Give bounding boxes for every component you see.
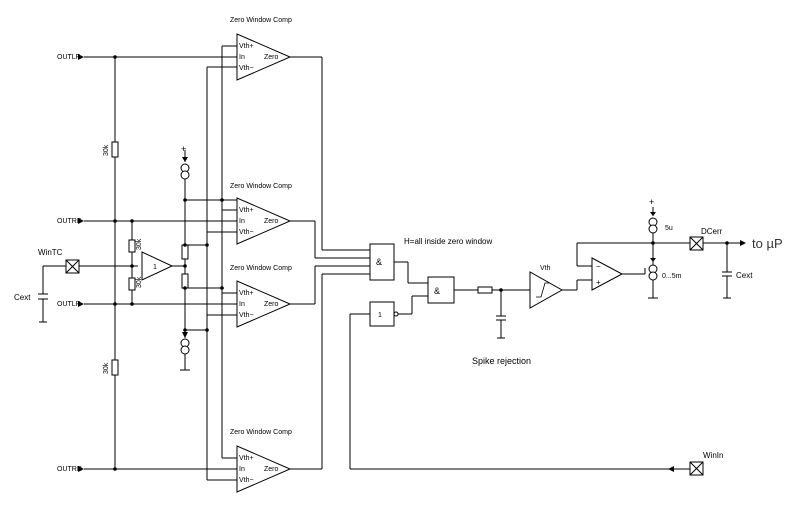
svg-text:Vth+: Vth+	[239, 207, 254, 214]
input-outrf: OUTRF	[57, 218, 237, 225]
svg-text:In: In	[239, 218, 245, 225]
svg-text:Zero: Zero	[264, 218, 279, 225]
input-outlr: OUTLR	[57, 301, 237, 308]
svg-text:OUTRR: OUTRR	[57, 466, 82, 473]
svg-text:5u: 5u	[665, 225, 673, 232]
svg-text:+: +	[649, 197, 654, 207]
and-gate-1: &	[369, 243, 428, 284]
svg-text:+: +	[596, 278, 601, 287]
svg-text:&: &	[434, 286, 440, 296]
svg-text:Zero Window Comp: Zero Window Comp	[230, 17, 292, 24]
resistor-upper-label: 30k	[103, 144, 110, 156]
svg-text:In: In	[239, 54, 245, 61]
output-sources: + 5u 0...5m	[644, 197, 682, 299]
buffer-network: 30k 30k 1	[128, 219, 187, 306]
buffer-label: 1	[153, 264, 157, 271]
svg-text:Vth−: Vth−	[239, 229, 254, 236]
input-outrr: OUTRR	[57, 466, 237, 473]
svg-text:Vth: Vth	[540, 265, 551, 272]
svg-text:Vth−: Vth−	[239, 65, 254, 72]
svg-text:Vth−: Vth−	[239, 312, 254, 319]
svg-text:1: 1	[378, 312, 382, 319]
svg-text:WinTC: WinTC	[38, 248, 63, 257]
svg-text:Vth−: Vth−	[239, 477, 254, 484]
svg-text:In: In	[239, 466, 245, 473]
resistor-mid1-label: 30k	[136, 238, 143, 250]
wintc-cap-label: Cext	[14, 293, 31, 302]
svg-text:−: −	[596, 262, 601, 271]
schmitt-trigger: Vth	[529, 265, 592, 309]
svg-text:Zero Window Comp: Zero Window Comp	[230, 265, 292, 272]
threshold-network: +	[180, 144, 190, 371]
gate-note: H=all inside zero window	[404, 237, 492, 246]
svg-text:OUTRF: OUTRF	[57, 218, 81, 225]
winin-pin[interactable]: WinIn	[668, 451, 723, 476]
svg-text:OUTLR: OUTLR	[57, 301, 81, 308]
bus-lines	[185, 45, 237, 481]
inverter-gate: 1	[349, 295, 668, 470]
svg-text:Zero: Zero	[264, 301, 279, 308]
svg-text:OUTLF: OUTLF	[57, 54, 80, 61]
svg-text:Vth+: Vth+	[239, 43, 254, 50]
svg-text:In: In	[239, 301, 245, 308]
svg-text:Vth+: Vth+	[239, 455, 254, 462]
spike-rejection: Spike rejection	[472, 286, 531, 366]
and-inputs	[314, 57, 370, 469]
resistor-mid2-label: 30k	[136, 276, 143, 288]
svg-text:Zero: Zero	[264, 54, 279, 61]
comparator-1: Zero Window Comp Vth+ In Vth− Zero	[230, 17, 322, 81]
divider-chain: 30k 30k	[103, 55, 119, 471]
svg-text:DCerr: DCerr	[701, 227, 723, 236]
wintc-pin[interactable]: WinTC Cext	[14, 248, 138, 323]
and-gate-2: &	[427, 276, 478, 304]
svg-text:Zero Window Comp: Zero Window Comp	[230, 183, 292, 190]
svg-text:Vth+: Vth+	[239, 290, 254, 297]
svg-text:&: &	[376, 257, 382, 267]
input-outlf: OUTLF	[57, 54, 237, 61]
svg-text:0...5m: 0...5m	[662, 273, 682, 280]
svg-text:Zero Window Comp: Zero Window Comp	[230, 429, 292, 436]
svg-text:Zero: Zero	[264, 466, 279, 473]
to-up-label: to µP	[752, 236, 783, 251]
comparator-2: Zero Window Comp Vth+ In Vth− Zero	[230, 183, 315, 245]
dcerr-pin[interactable]: DCerr to µP Cext	[689, 227, 783, 299]
svg-text:Spike rejection: Spike rejection	[472, 356, 531, 366]
comparator-4: Zero Window Comp Vth+ In Vth− Zero	[230, 429, 322, 493]
comparator-3: Zero Window Comp Vth+ In Vth− Zero	[230, 265, 315, 328]
svg-text:+: +	[181, 144, 186, 154]
svg-text:WinIn: WinIn	[703, 451, 723, 460]
resistor-lower-label: 30k	[103, 362, 110, 374]
dcerr-cap-label: Cext	[736, 271, 753, 280]
output-amp: − +	[576, 242, 690, 291]
